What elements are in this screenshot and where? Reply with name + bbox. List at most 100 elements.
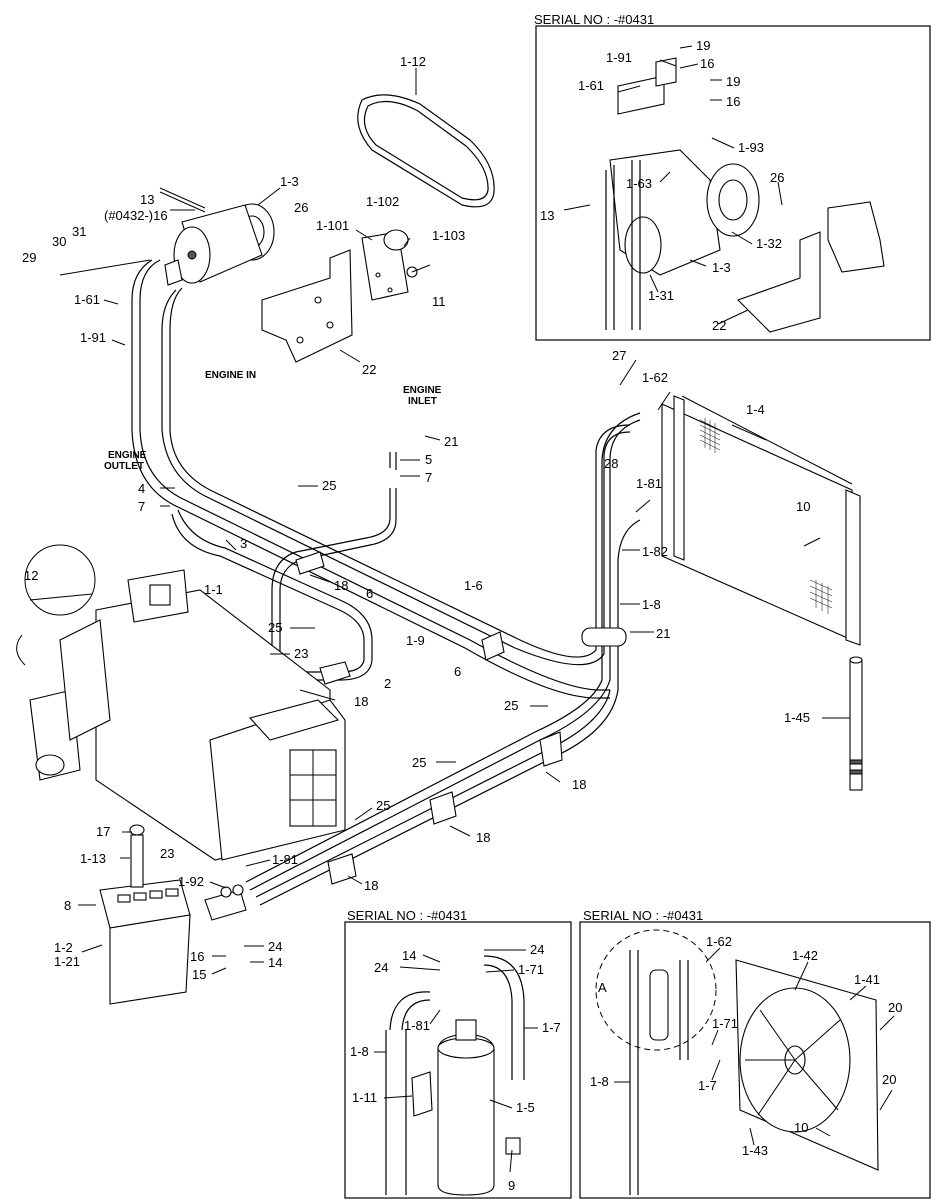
part-label: 1-45 [784, 710, 810, 725]
detail-circle-12 [16, 544, 96, 666]
note-engine-in: ENGINE IN [205, 370, 256, 381]
lower-pipe-a [249, 419, 641, 891]
part-label: 1-62 [706, 934, 732, 949]
part-label: 1-61 [578, 78, 604, 93]
inset-frame-bottom-mid [344, 921, 572, 1199]
part-label: 20 [888, 1000, 902, 1015]
part-label: 7 [425, 470, 432, 485]
inset-frame-top-right [535, 25, 931, 341]
part-label: 1-103 [432, 228, 465, 243]
pipe-clamp-21 [581, 627, 627, 647]
part-label: 16 [700, 56, 714, 71]
part-label: 26 [294, 200, 308, 215]
part-label: 15 [192, 967, 206, 982]
lower-pipe-b [259, 519, 641, 906]
part-label: 1-63 [626, 176, 652, 191]
part-label: 6 [454, 664, 461, 679]
part-label: 27 [612, 348, 626, 363]
part-label: 26 [770, 170, 784, 185]
heater-hose-6 [279, 488, 397, 700]
part-label: 23 [294, 646, 308, 661]
part-label: 19 [696, 38, 710, 53]
part-label: 1-12 [400, 54, 426, 69]
part-label: 1-81 [404, 1018, 430, 1033]
part-label: 1-62 [642, 370, 668, 385]
part-label: 1-1 [204, 582, 223, 597]
part-label: 14 [402, 948, 416, 963]
part-label: 10 [794, 1120, 808, 1135]
part-label: 1-2 [54, 940, 73, 955]
leader-lines [59, 45, 895, 1173]
part-label: 18 [476, 830, 490, 845]
part-label: 1-43 [742, 1143, 768, 1158]
part-label: 11 [432, 294, 446, 309]
part-label: 25 [504, 698, 518, 713]
part-label: 30 [52, 234, 66, 249]
part-label: 1-92 [178, 874, 204, 889]
part-label: 25 [412, 755, 426, 770]
part-label: 25 [376, 798, 390, 813]
part-label: 10 [796, 499, 810, 514]
part-label: 1-61 [74, 292, 100, 307]
part-label: (#0432-)16 [104, 208, 168, 223]
part-label: 1-102 [366, 194, 399, 209]
detail-label-a: A [598, 980, 607, 995]
part-label: 18 [354, 694, 368, 709]
part-label: 1-8 [590, 1074, 609, 1089]
part-label: 7 [138, 499, 145, 514]
part-label: 1-71 [518, 962, 544, 977]
part-label: 22 [712, 318, 726, 333]
part-label: 8 [64, 898, 71, 913]
inset-frame-bottom-right [579, 921, 931, 1199]
note-engine-inlet: INLET [408, 396, 437, 407]
dryer-tube [849, 656, 863, 791]
note-engine-inlet: ENGINE [403, 385, 442, 396]
part-label: 1-3 [712, 260, 731, 275]
part-label: 6 [366, 586, 373, 601]
part-label: 17 [96, 824, 110, 839]
part-label: 31 [72, 224, 86, 239]
condenser [661, 395, 861, 646]
part-label: 21 [444, 434, 458, 449]
part-label: 24 [530, 942, 544, 957]
part-label: 1-31 [648, 288, 674, 303]
part-label: 4 [138, 481, 145, 496]
part-label: 24 [268, 939, 282, 954]
duct-1-13 [130, 834, 144, 888]
drive-belt [357, 94, 495, 208]
hvac-unit [29, 569, 346, 861]
part-label: 28 [604, 456, 618, 471]
part-label: 1-21 [54, 954, 80, 969]
inset-title-bottom-mid: SERIAL NO : -#0431 [347, 908, 467, 923]
inset-bottom-right-drawing [595, 929, 879, 1195]
part-label: 25 [268, 620, 282, 635]
part-label: 3 [240, 536, 247, 551]
inset-bottom-mid-drawing [385, 955, 525, 1196]
part-label: 5 [425, 452, 432, 467]
part-label: 13 [540, 208, 554, 223]
inset-title-bottom-right: SERIAL NO : -#0431 [583, 908, 703, 923]
part-label: 19 [726, 74, 740, 89]
part-label: 1-6 [464, 578, 483, 593]
part-label: 16 [726, 94, 740, 109]
part-label: 1-32 [756, 236, 782, 251]
compressor [159, 187, 275, 286]
part-label: 1-101 [316, 218, 349, 233]
part-label: 1-91 [606, 50, 632, 65]
part-label: 18 [364, 878, 378, 893]
compressor-bracket [261, 249, 353, 363]
part-label: 1-8 [350, 1044, 369, 1059]
part-label: 12 [24, 568, 38, 583]
part-label: 22 [362, 362, 376, 377]
control-panel [99, 879, 191, 1005]
part-label: 23 [160, 846, 174, 861]
note-engine-outlet: OUTLET [104, 461, 144, 472]
part-label: 14 [268, 955, 282, 970]
part-label: 1-71 [712, 1016, 738, 1031]
part-label: 18 [572, 777, 586, 792]
part-label: 1-13 [80, 851, 106, 866]
part-label: 1-7 [542, 1020, 561, 1035]
part-label: 13 [140, 192, 154, 207]
part-label: 1-42 [792, 948, 818, 963]
